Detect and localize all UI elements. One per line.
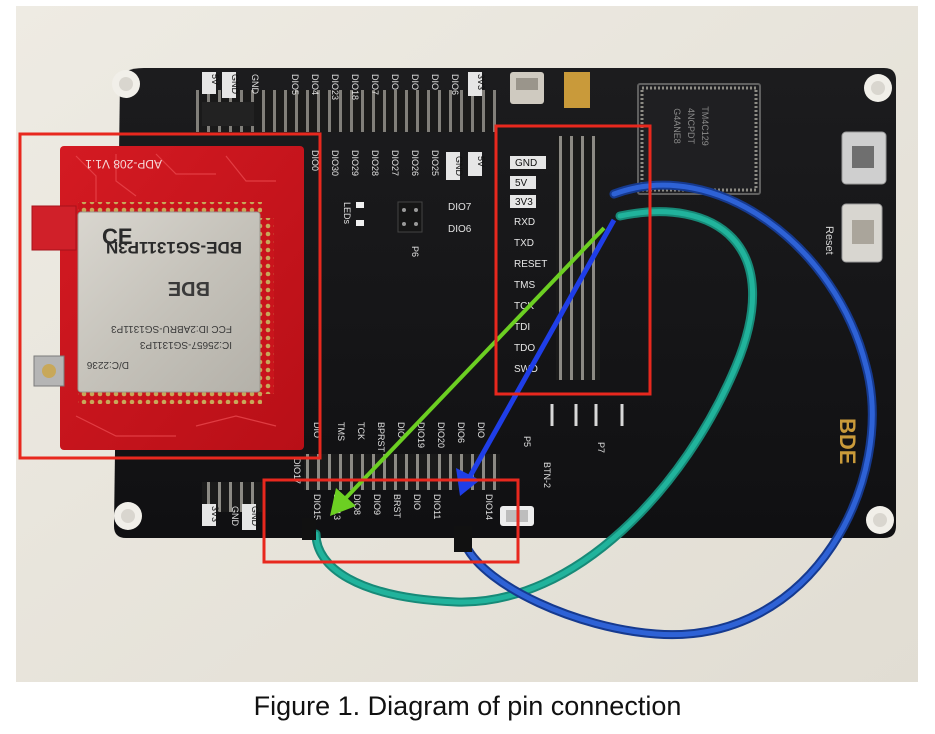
bottom-label-top: DIO20 <box>436 422 446 448</box>
blue-arrow <box>456 218 617 496</box>
module-brand-logo: BDE <box>168 277 210 299</box>
jtag-pin-3v3: 3V3 <box>515 197 533 208</box>
wifi-module: CE D/C:2236 IC:25657-SG1311P3 FCC ID:2AB… <box>31 146 304 450</box>
bottom-label-top: BPRST <box>376 422 386 453</box>
p7-label: P7 <box>596 442 606 453</box>
ce-mark: CE <box>102 224 133 249</box>
bottom-label-bottom: DIO <box>412 494 422 510</box>
jtag-highlight-box <box>494 124 652 396</box>
p6-jumper <box>397 201 423 233</box>
teal-wire <box>313 209 756 605</box>
p6-label: P6 <box>410 246 420 257</box>
bottom-label-bottom: DIO17 <box>292 458 302 484</box>
mid-pin-label: DIO0 <box>310 150 320 171</box>
jtag-pin-reset: RESET <box>514 259 547 270</box>
bottom-label-top: DIO <box>396 422 406 438</box>
chip-line-3: G4ANE8 <box>672 108 682 144</box>
board-brand-logo: BDE <box>835 418 860 464</box>
top-pin-label: GND <box>250 74 260 95</box>
bottom-label-bottom: BRST <box>392 494 402 519</box>
bottom-label-top: DIO <box>312 422 322 438</box>
green-arrow <box>330 226 606 516</box>
top-pin-label: DIO <box>410 74 420 90</box>
top-pin-label: DIO6 <box>450 74 460 95</box>
component <box>564 72 590 108</box>
bottom-label-bottom: DIO11 <box>432 494 442 519</box>
bottom-header-highlight-box <box>262 478 520 564</box>
top-pin-label: DIO5 <box>290 74 300 95</box>
bottom-label-top: DIO6 <box>456 422 466 443</box>
mid-pin-labels: DIO0 DIO30 DIO29 DIO28 DIO27 DIO26 DIO25… <box>310 150 486 180</box>
mid-pin-label: DIO30 <box>330 150 340 176</box>
module-shield <box>77 211 261 393</box>
mid-pin-label: DIO29 <box>350 150 360 176</box>
chip-line-2: 4NCPDT <box>686 108 696 145</box>
module-model: BDE-SG1311P3N <box>106 238 242 257</box>
wire-connector <box>454 526 472 552</box>
top-pin-label: DIO <box>430 74 440 90</box>
bottom-label-bottom: DIO14 <box>484 494 494 520</box>
jtag-pin-tdo: TDO <box>514 343 535 354</box>
jtag-pin-rxd: RXD <box>514 217 535 228</box>
mid-pin-label: DIO28 <box>370 150 380 176</box>
leds-label: LEDs <box>342 202 352 225</box>
jtag-pin-tms: TMS <box>514 280 535 291</box>
lower-left-label: GND <box>250 506 260 527</box>
bottom-label-bottom: DIO9 <box>372 494 382 515</box>
reset-label: Reset <box>823 226 835 255</box>
bottom-label-top: DIO19 <box>416 422 426 448</box>
mid-pin-label: GND <box>454 156 464 177</box>
jtag-pin-gnd: GND <box>515 158 537 169</box>
led <box>356 202 364 208</box>
bottom-label-bottom: DIO15 <box>312 494 322 520</box>
top-pin-label: DIO23 <box>330 74 340 100</box>
highlight-boxes <box>18 124 652 564</box>
jtag-pin-tck: TCK <box>514 301 534 312</box>
mid-pin-label: DIO25 <box>430 150 440 176</box>
jtag-pin-labels: GND 5V 3V3 RXD TXD RESET TMS TCK TDI TDO… <box>510 156 547 375</box>
mid-pin-label: DIO27 <box>390 150 400 176</box>
top-pin-label: DIO18 <box>350 74 360 100</box>
chip-line-1: TM4C129 <box>700 106 710 146</box>
wire-connector <box>302 518 316 540</box>
lower-left-label: 3V3 <box>210 506 220 522</box>
jumper-wires <box>302 180 877 640</box>
top-pin-label: GND <box>230 74 240 95</box>
jtag-pin-swo: SWO <box>514 364 538 375</box>
dio6-label: DIO6 <box>448 224 472 235</box>
jtag-pin-txd: TXD <box>514 238 534 249</box>
led <box>356 220 364 226</box>
top-pin-label: DIO <box>390 74 400 90</box>
p5-label: P5 <box>522 436 532 447</box>
mcu-chip <box>637 83 761 195</box>
mid-pin-label: 5V <box>476 156 486 167</box>
module-date-code: D/C:2236 <box>86 359 129 370</box>
top-pin-label: 5V <box>210 74 220 85</box>
adapter-label: ADP-208 V1.1 <box>85 157 162 171</box>
module-fcc-id: FCC ID:2ABRU-SG1311P3 <box>111 323 232 334</box>
bottom-pin-labels-top: DIO TMS TCK BPRST DIO DIO19 DIO20 DIO6 D… <box>312 422 486 453</box>
top-pin-labels: 5V GND GND DIO5 DIO4 DIO23 DIO18 DIO7 DI… <box>202 72 486 100</box>
top-pin-label: DIO7 <box>370 74 380 95</box>
blue-wire <box>463 182 875 638</box>
jtag-pin-tdi: TDI <box>514 322 530 333</box>
bottom-label-top: TMS <box>336 422 346 441</box>
board-photo: TM4C129 4NCPDT G4ANE8 Reset BDE DIO0 DIO… <box>16 6 918 682</box>
silkscreen-lines <box>550 404 624 426</box>
btn-label: BTN-2 <box>542 462 552 488</box>
lower-left-label: GND <box>230 506 240 527</box>
module-highlight-box <box>18 132 322 460</box>
dio7-label: DIO7 <box>448 202 472 213</box>
top-pin-label: 3V3 <box>476 74 486 90</box>
module-ic: IC:25657-SG1311P3 <box>139 339 232 350</box>
bottom-label-top: DIO <box>476 422 486 438</box>
figure-caption: Figure 1. Diagram of pin connection <box>253 691 682 721</box>
mid-pin-label: DIO26 <box>410 150 420 176</box>
bottom-label-bottom: DIO8 <box>352 494 362 515</box>
bottom-label-top: TCK <box>356 422 366 440</box>
top-pin-label: DIO4 <box>310 74 320 95</box>
jtag-pin-5v: 5V <box>515 178 528 189</box>
